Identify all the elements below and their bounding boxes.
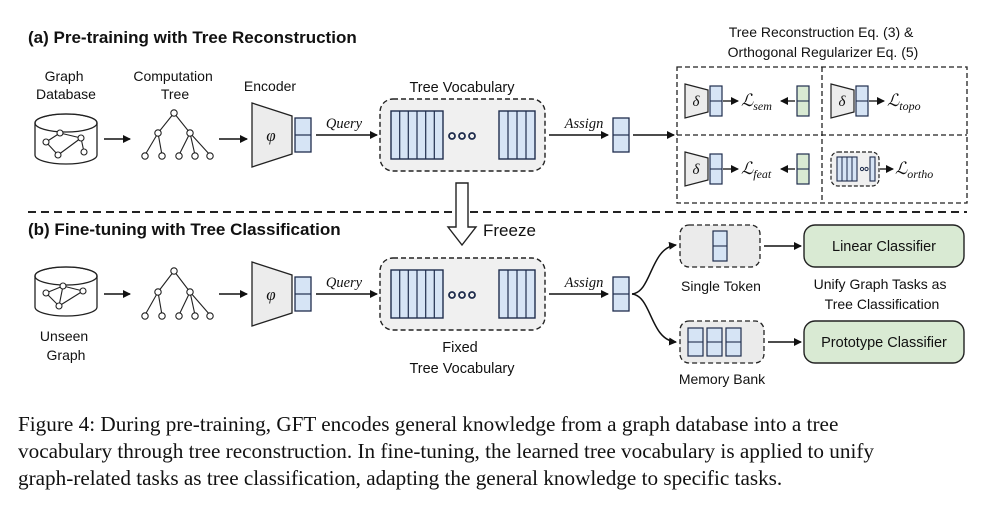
svg-text:φ: φ <box>266 126 275 145</box>
graph-database-icon <box>34 113 98 165</box>
single-token-label: Single Token <box>681 278 761 294</box>
unseen-graph-label: Unseen Graph <box>40 328 92 363</box>
tree-vocabulary-label: Tree Vocabulary <box>409 80 515 96</box>
svg-text:δ: δ <box>693 94 701 110</box>
caption-line: graph-related tasks as tree classificati… <box>18 466 783 490</box>
unseen-graph-icon <box>34 266 98 317</box>
assign-label-b: Assign <box>564 275 604 291</box>
section-b-title: (b) Fine-tuning with Tree Classification <box>28 220 341 239</box>
svg-text:δ: δ <box>839 94 847 110</box>
loss-ortho-cell: ℒortho <box>830 151 933 187</box>
freeze-arrow <box>446 182 478 247</box>
prototype-classifier-box <box>803 320 965 364</box>
svg-text:ℒfeat: ℒfeat <box>741 159 772 181</box>
query-label-b: Query <box>326 275 363 291</box>
assign-label: Assign <box>564 116 604 132</box>
memory-bank-box <box>679 320 765 364</box>
graph-database-label: Graph Database <box>36 68 96 102</box>
computation-tree-icon-b <box>141 267 214 320</box>
prototype-classifier-label: Prototype Classifier <box>821 335 947 351</box>
curve-to-single-token <box>631 241 677 295</box>
freeze-label: Freeze <box>483 221 536 240</box>
gft-figure: (a) Pre-training with Tree Reconstructio… <box>28 24 968 387</box>
caption-line: Figure 4: During pre-training, GFT encod… <box>18 412 839 436</box>
curve-to-memory-bank <box>631 293 677 346</box>
linear-classifier-box <box>803 224 965 268</box>
computation-tree-icon <box>141 109 214 160</box>
section-a-title: (a) Pre-training with Tree Reconstructio… <box>28 28 357 47</box>
recon-title: Tree Reconstruction Eq. (3) & Orthogonal… <box>728 24 919 60</box>
encoder-label: Encoder <box>244 78 296 94</box>
loss-topo-cell: δ ℒtopo <box>830 83 921 119</box>
svg-text:φ: φ <box>266 285 275 304</box>
figure-caption: Figure 4: During pre-training, GFT encod… <box>18 411 980 492</box>
single-token-box <box>679 224 761 268</box>
svg-text:ℒsem: ℒsem <box>741 91 772 113</box>
assigned-token-icon-b <box>612 276 630 312</box>
tree-vocabulary-box <box>379 98 546 172</box>
svg-text:δ: δ <box>693 162 701 178</box>
encoder-icon: φ <box>251 102 312 168</box>
encoder-icon-b: φ <box>251 261 312 327</box>
linear-classifier-label: Linear Classifier <box>832 239 936 255</box>
loss-sem-cell: δ ℒsem <box>684 83 810 119</box>
loss-feat-cell: δ ℒfeat <box>684 151 810 187</box>
computation-tree-label: Computation Tree <box>133 68 216 102</box>
caption-line: vocabulary through tree reconstruction. … <box>18 439 875 463</box>
assigned-token-icon <box>612 117 630 153</box>
memory-bank-label: Memory Bank <box>679 371 766 387</box>
svg-text:ℒtopo: ℒtopo <box>887 91 921 113</box>
svg-text:ℒortho: ℒortho <box>895 159 933 181</box>
fixed-vocabulary-box <box>379 257 546 331</box>
fixed-vocabulary-label: Fixed Tree Vocabulary <box>409 340 515 377</box>
unify-label: Unify Graph Tasks as Tree Classification <box>814 276 951 312</box>
query-label: Query <box>326 116 363 132</box>
